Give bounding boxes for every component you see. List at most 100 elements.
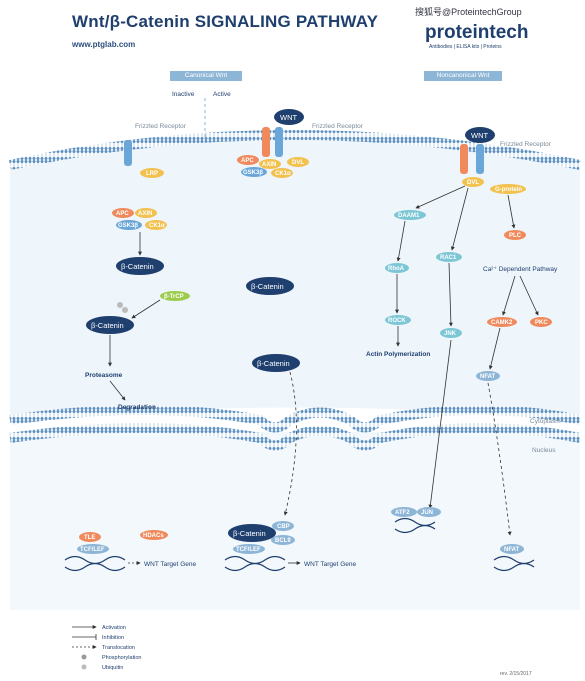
wnt-target-gene-inactive: WNT Target Gene [144, 561, 197, 568]
gsk3b-active-label: GSK3β [243, 170, 263, 176]
apc-inactive [112, 208, 134, 218]
daam1-label: DAAM1 [398, 213, 420, 219]
plasma-membrane [8, 130, 582, 170]
bcat-translocation-arrow [283, 371, 297, 516]
axin-inactive [135, 208, 157, 218]
canonical-wnt-label: Canonical Wnt [170, 71, 242, 81]
ca-pathway-label: Ca²⁺ Dependent Pathway [483, 266, 558, 273]
wnt-ligand-canonical [274, 109, 304, 125]
plc-label: PLC [509, 233, 522, 239]
dvl-noncanonical-label: DVL [467, 180, 479, 186]
lrp-receptor-active [262, 127, 270, 157]
phosphorylation-icon [81, 654, 87, 660]
frizzled-label-noncanonical: Frizzled Receptor [500, 141, 552, 148]
dna-nfat [493, 555, 535, 565]
inactive-label: Inactive [172, 91, 195, 98]
brand-tagline: Antibodies | ELISA kits | Proteins [429, 44, 502, 50]
ubiquitin-icon [117, 302, 123, 308]
atf2-label: ATF2 [395, 510, 410, 516]
brand-logo: proteintech [425, 22, 529, 43]
camk2-nfat-arrow [488, 327, 501, 370]
watermark-text: 搜狐号@ProteintechGroup [415, 7, 522, 17]
ck1a-inactive-label: CK1α [149, 223, 165, 229]
hdacs-label: HDACs [143, 533, 164, 539]
noncanonical-wnt-label: Noncanonical Wnt [424, 71, 502, 81]
ck1a-inactive [145, 220, 167, 230]
camk2-label: CAMK2 [491, 320, 513, 326]
rhoa [385, 263, 409, 273]
axin-active [259, 159, 281, 169]
beta-catenin-ubiq-label: β-Catenin [91, 321, 124, 330]
g-protein-label: G-protein [495, 187, 522, 193]
tle-label: TLE [84, 535, 95, 541]
bcl9 [271, 535, 295, 545]
tle [79, 532, 101, 542]
pkc-label: PKC [535, 320, 548, 326]
nfat-nucleus-label: NFAT [504, 547, 520, 553]
revision-date: rev. 2/15/2017 [500, 671, 532, 677]
rock [385, 315, 411, 325]
bcl9-label: BCL9 [275, 538, 291, 544]
beta-catenin-active-2 [252, 354, 300, 372]
dna-active-strand [224, 562, 286, 572]
frizzled-receptor-noncanonical [476, 144, 484, 174]
beta-catenin-inactive-label: β-Catenin [121, 262, 154, 271]
website-url[interactable]: www.ptglab.com [72, 40, 136, 49]
btrcp-label: β-TrCP [164, 294, 184, 300]
dna-inactive-strand [64, 562, 126, 572]
rock-label: ROCK [388, 318, 406, 324]
proteasome-label: Proteasome [85, 372, 123, 379]
daam1 [394, 210, 426, 220]
dna-jnk-strand [394, 524, 436, 534]
nfat-nucleus [500, 544, 524, 554]
apc-inactive-label: APC [116, 211, 129, 217]
gsk3b-inactive-label: GSK3β [118, 223, 138, 229]
nucleus-region [10, 432, 580, 610]
nuclear-membrane-inner [9, 423, 581, 451]
dna-jnk [394, 517, 436, 527]
apc-active-label: APC [241, 158, 254, 164]
ubiquitin-legend-icon [81, 664, 87, 670]
wnt-label-noncanonical: WNT [471, 131, 488, 140]
nfat-translocation-arrow [487, 382, 512, 536]
legend-translocation: Translocation [102, 645, 135, 651]
wnt-target-gene-active: WNT Target Gene [304, 561, 357, 568]
camk2 [487, 317, 517, 327]
g-protein [490, 184, 526, 194]
rac1 [436, 252, 462, 262]
actin-polymerization-label: Actin Polymerization [366, 351, 430, 358]
legend-activation: Activation [102, 625, 126, 631]
frizzled-receptor-inactive [124, 140, 132, 166]
beta-catenin-active-1 [246, 277, 294, 295]
beta-catenin-nuclear-label: β-Catenin [233, 529, 266, 538]
gsk3b-active [241, 167, 267, 177]
cbp [272, 521, 294, 531]
pkc [530, 317, 552, 327]
cytoplasm-label: Cytoplasm [530, 418, 561, 425]
ck1a-active-label: CK1α [275, 171, 291, 177]
nfat-cytoplasm-label: NFAT [480, 374, 496, 380]
frizzled-receptor-active [275, 127, 283, 157]
wnt-ligand-noncanonical [465, 127, 495, 143]
beta-catenin-ubiquitinated [86, 316, 134, 334]
jnk-label: JNK [444, 331, 457, 337]
frizzled-label-inactive: Frizzled Receptor [135, 123, 187, 130]
dvl-daam1-arrow [415, 185, 466, 209]
apc-active [237, 155, 259, 165]
btrcp [160, 291, 190, 301]
beta-catenin-active-1-label: β-Catenin [251, 282, 284, 291]
lrp-inactive-label: LRP [146, 171, 158, 177]
frizzled-label-active: Frizzled Receptor [312, 123, 364, 130]
legend-phosphorylation: Phosphorylation [102, 655, 141, 661]
hdacs [140, 530, 168, 540]
tcf-lef-inactive [77, 544, 109, 554]
wnt-label-canonical: WNT [280, 113, 297, 122]
daam1-rhoa-arrow [396, 220, 406, 262]
btrcp-arrow [131, 299, 161, 319]
beta-catenin-active-2-label: β-Catenin [257, 359, 290, 368]
atf2 [391, 507, 417, 517]
plc-pkc-arrow [519, 275, 539, 316]
axin-inactive-label: AXIN [138, 211, 152, 217]
to-degradation-arrow [109, 380, 126, 401]
